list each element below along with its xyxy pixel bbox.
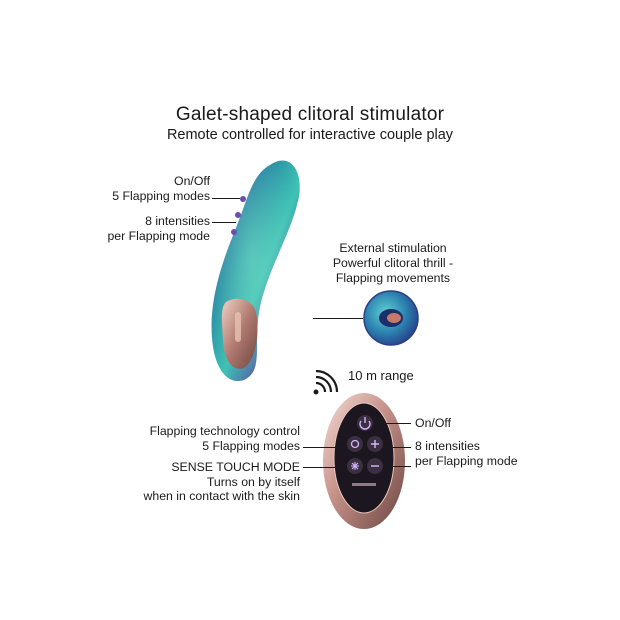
stimulation-line2: Powerful clitoral thrill - [332,256,454,270]
remote-sense-touch-label: SENSE TOUCH MODE [171,460,300,474]
remote-intensities-label: 8 intensities [415,439,480,453]
remote-skin-contact-label: when in contact with the skin [143,489,300,503]
callout-line [383,447,411,448]
device-intensities-label: 8 intensities [145,214,210,228]
remote-per-mode-label: per Flapping mode [415,454,518,468]
remote-on-off-label: On/Off [415,416,451,430]
callout-line [212,222,236,223]
stimulation-line3: Flapping movements [335,271,451,285]
wireless-signal-icon [313,369,339,395]
device-modes-label: 5 Flapping modes [112,189,210,203]
device-per-mode-label: per Flapping mode [107,229,210,243]
range-label: 10 m range [348,368,414,383]
callout-line [383,466,411,467]
remote-turns-on-label: Turns on by itself [206,475,300,489]
stimulation-line1: External stimulation [339,241,447,255]
remote-tech-control-label: Flapping technology control [149,424,300,438]
page-title: Galet-shaped clitoral stimulator [175,104,445,125]
callout-line [373,423,411,424]
remote-modes-label: 5 Flapping modes [202,439,300,453]
remote-power-icon [357,415,373,431]
callout-line [303,467,347,468]
callout-line [303,447,347,448]
page-subtitle: Remote controlled for interactive couple… [166,127,454,143]
callout-line [313,318,363,319]
callout-line [212,198,240,199]
device-on-off-label: On/Off [174,174,210,188]
